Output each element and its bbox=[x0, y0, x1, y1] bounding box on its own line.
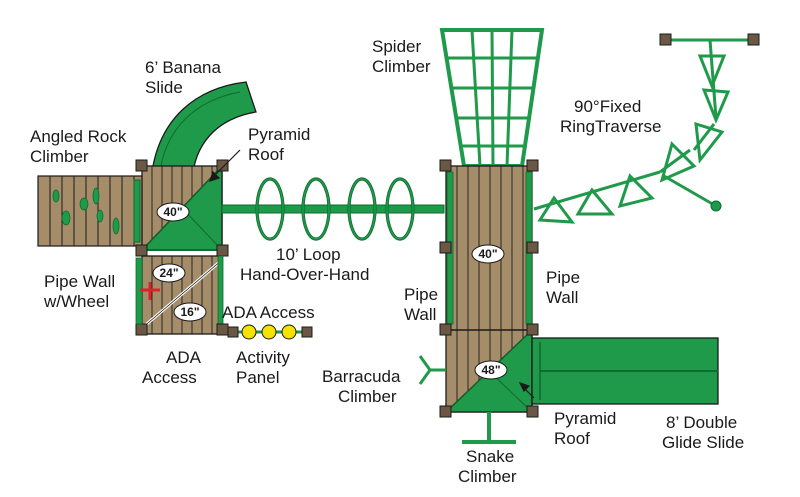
label-pyramid-roof-right: Pyramid Roof bbox=[554, 409, 621, 448]
label-activity-panel: Activity Panel bbox=[236, 348, 295, 387]
height-badge-left-deck: 40" bbox=[156, 202, 190, 222]
label-ring-traverse: 90°Fixed RingTraverse bbox=[560, 97, 661, 136]
height-badge-right-upper: 40" bbox=[471, 244, 505, 264]
label-ada-access-right: ADA Access bbox=[222, 303, 315, 322]
label-ada-access-left: ADA Access bbox=[142, 348, 205, 387]
label-double-glide-slide: 8’ Double Glide Slide bbox=[662, 413, 744, 452]
svg-text:40": 40" bbox=[478, 247, 497, 261]
svg-text:16": 16" bbox=[180, 305, 199, 319]
loop-hand-over-hand bbox=[221, 177, 445, 241]
ring-traverse bbox=[533, 33, 760, 224]
label-spider-climber: Spider Climber bbox=[372, 37, 431, 76]
spider-climber bbox=[439, 28, 545, 168]
height-badge-right-lower: 48" bbox=[474, 360, 508, 380]
label-snake-climber: Snake Climber bbox=[458, 447, 519, 486]
angled-rock-climber bbox=[37, 175, 149, 247]
activity-panel bbox=[227, 324, 313, 340]
label-pyramid-roof-left: Pyramid Roof bbox=[248, 125, 315, 164]
double-glide-slide bbox=[531, 337, 719, 405]
label-loop-hand-over-hand: 10’ Loop Hand-Over-Hand bbox=[240, 245, 369, 284]
wheel-icon bbox=[140, 282, 160, 300]
label-pipe-wall-wheel: Pipe Wall w/Wheel bbox=[43, 272, 120, 311]
svg-text:40": 40" bbox=[163, 205, 182, 219]
label-barracuda-climber: Barracuda Climber bbox=[322, 367, 405, 406]
leader-arrows bbox=[209, 149, 535, 399]
barracuda-climber bbox=[418, 355, 446, 385]
banana-slide bbox=[151, 81, 257, 173]
svg-text:48": 48" bbox=[481, 363, 500, 377]
label-rock-climber: Angled Rock Climber bbox=[30, 127, 131, 166]
height-badge-step-upper: 24" bbox=[152, 263, 186, 283]
svg-text:24": 24" bbox=[159, 266, 178, 280]
label-pipe-wall-left: Pipe Wall bbox=[404, 285, 443, 324]
snake-climber bbox=[462, 412, 516, 444]
label-pipe-wall-right: Pipe Wall bbox=[546, 268, 585, 307]
label-banana-slide: 6’ Banana Slide bbox=[145, 58, 226, 97]
height-badge-step-lower: 16" bbox=[173, 302, 207, 322]
